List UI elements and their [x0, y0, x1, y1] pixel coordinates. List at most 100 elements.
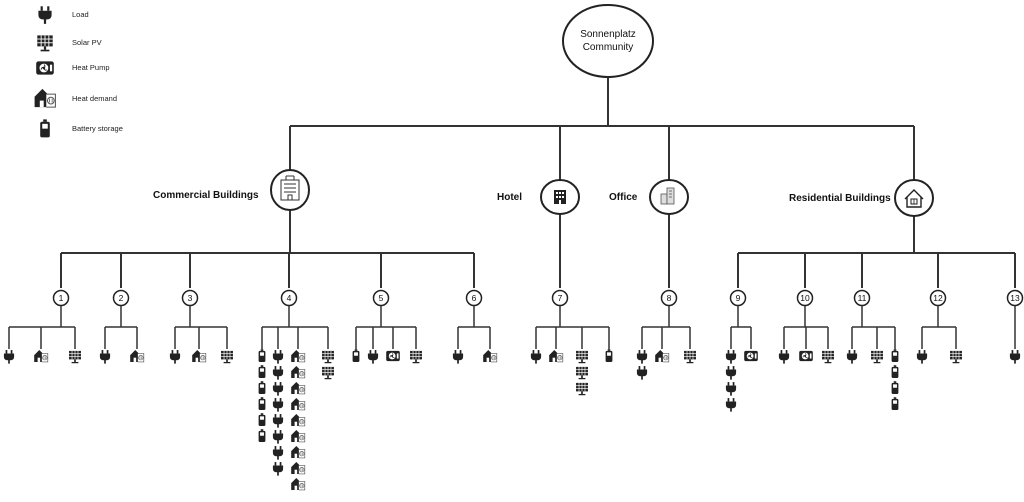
solar-pv-icon: [321, 366, 335, 380]
building-node-circle: [853, 289, 871, 307]
building-node-2: 2: [99, 289, 145, 364]
building-node-11: 11: [846, 289, 899, 410]
building-node-circle: [729, 289, 747, 307]
heat-demand-icon: [290, 461, 306, 475]
battery-storage-icon: [40, 119, 50, 138]
building-number: 4: [287, 293, 292, 303]
battery-storage-icon: [258, 365, 266, 378]
load-icon: [3, 350, 15, 364]
solar-pv-icon: [68, 350, 82, 364]
building-number: 11: [858, 293, 867, 303]
legend-item-solar-pv: Solar PV: [30, 30, 102, 54]
load-icon: [846, 350, 858, 364]
battery-storage-icon: [258, 397, 266, 410]
battery-storage-icon: [258, 349, 266, 362]
building-node-circle: [112, 289, 130, 307]
load-icon: [38, 6, 52, 24]
building-number: 13: [1010, 293, 1020, 303]
root-label-line1: Sonnenplatz: [580, 29, 636, 40]
load-icon: [916, 350, 928, 364]
load-icon: [636, 366, 648, 380]
solar-pv-icon: [575, 382, 589, 396]
battery-storage-icon: [891, 349, 899, 362]
load-icon: [725, 398, 737, 412]
solar-pv-icon: [683, 350, 697, 364]
battery-storage-icon: [352, 349, 360, 362]
heat-demand-icon: [290, 349, 306, 363]
load-icon: [169, 350, 181, 364]
category-node-residential: [894, 179, 934, 217]
heat-demand-icon: [34, 88, 56, 108]
root-node: [562, 4, 654, 78]
heat-demand-icon: [290, 429, 306, 443]
building-number: 12: [933, 293, 943, 303]
building-node-7: 7: [530, 289, 613, 396]
heat-demand-icon: [482, 349, 498, 363]
solar-pv-icon: [870, 350, 884, 364]
building-node-circle: [796, 289, 814, 307]
legend-label-heat-pump: Heat Pump: [72, 63, 110, 72]
load-icon: [725, 366, 737, 380]
building-node-5: 5: [352, 289, 423, 364]
office-building-icon: [280, 175, 300, 201]
office-icon: [660, 187, 675, 205]
load-icon: [1009, 350, 1021, 364]
load-icon: [272, 462, 284, 476]
building-node-10: 10: [778, 289, 835, 364]
building-node-circle: [372, 289, 390, 307]
building-node-12: 12: [916, 289, 963, 364]
building-node-circle: [52, 289, 70, 307]
building-node-6: 6: [452, 289, 498, 364]
load-icon: [272, 366, 284, 380]
building-node-circle: [660, 289, 678, 307]
building-number: 10: [800, 293, 810, 303]
solar-pv-icon: [36, 34, 54, 52]
building-node-13: 13: [1006, 289, 1024, 364]
legend-item-heat-pump: Heat Pump: [30, 56, 110, 80]
hotel-icon: [554, 190, 566, 204]
load-icon: [636, 350, 648, 364]
building-node-9: 9: [725, 289, 759, 412]
load-icon: [272, 382, 284, 396]
building-number: 6: [472, 293, 477, 303]
root-label-line2: Community: [582, 42, 634, 53]
load-icon: [272, 430, 284, 444]
legend-item-heat-demand: Heat demand: [30, 86, 117, 110]
load-icon: [272, 414, 284, 428]
category-label-residential: Residential Buildings: [789, 193, 891, 204]
category-node-hotel: [540, 179, 580, 215]
legend-item-load: Load: [30, 2, 89, 26]
building-node-circle: [551, 289, 569, 307]
building-node-circle: [465, 289, 483, 307]
category-label-commercial: Commercial Buildings: [153, 190, 259, 201]
building-node-circle: [929, 289, 947, 307]
legend-label-load: Load: [72, 10, 89, 19]
load-icon: [725, 350, 737, 364]
battery-storage-icon: [891, 381, 899, 394]
solar-pv-icon: [575, 350, 589, 364]
load-icon: [452, 350, 464, 364]
heat-demand-icon: [548, 349, 564, 363]
category-label-hotel: Hotel: [497, 192, 522, 203]
load-icon: [367, 350, 379, 364]
solar-pv-icon: [821, 350, 835, 364]
heat-demand-icon: [290, 413, 306, 427]
battery-storage-icon: [258, 381, 266, 394]
solar-pv-icon: [321, 350, 335, 364]
battery-storage-icon: [258, 429, 266, 442]
load-icon: [99, 350, 111, 364]
category-label-office: Office: [609, 192, 638, 203]
building-node-circle: [280, 289, 298, 307]
heat-pump-icon: [743, 350, 759, 362]
root-label: Sonnenplatz Community: [564, 28, 652, 54]
solar-pv-icon: [949, 350, 963, 364]
building-number: 2: [119, 293, 124, 303]
heat-demand-icon: [129, 349, 145, 363]
heat-demand-icon: [654, 349, 670, 363]
battery-storage-icon: [891, 365, 899, 378]
building-node-circle: [181, 289, 199, 307]
heat-pump-icon: [798, 350, 814, 362]
solar-pv-icon: [220, 350, 234, 364]
heat-pump-icon: [385, 350, 401, 362]
